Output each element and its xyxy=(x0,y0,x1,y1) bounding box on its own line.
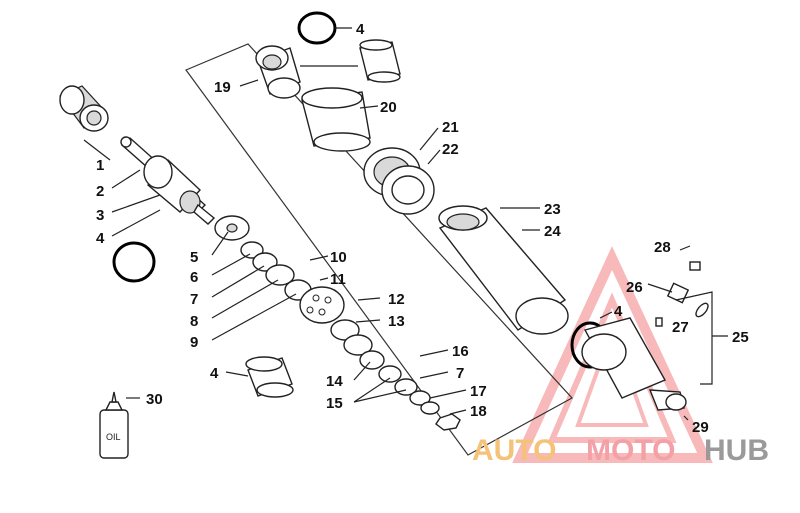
callout-25: 25 xyxy=(732,329,749,346)
reservoir-body xyxy=(438,205,569,335)
callout-4-top: 4 xyxy=(356,21,365,38)
callout-30: 30 xyxy=(146,391,163,408)
callout-18: 18 xyxy=(470,403,487,420)
callout-23: 23 xyxy=(544,201,561,218)
callout-27: 27 xyxy=(672,319,689,336)
callout-8: 8 xyxy=(190,313,198,330)
callout-28: 28 xyxy=(654,239,671,256)
callout-14: 14 xyxy=(326,373,343,390)
sleeve-part xyxy=(301,87,371,152)
callout-29: 29 xyxy=(692,419,709,436)
callout-26: 26 xyxy=(626,279,643,296)
callout-15: 15 xyxy=(326,395,343,412)
callout-17: 17 xyxy=(470,383,487,400)
callout-9: 9 xyxy=(190,334,198,351)
watermark-part1: AUTO xyxy=(472,434,556,467)
callout-16: 16 xyxy=(452,343,469,360)
watermark-part2: MOTO xyxy=(586,434,675,467)
callout-5: 5 xyxy=(190,249,198,266)
callout-7-left: 7 xyxy=(190,291,198,308)
lower-eye-part xyxy=(581,317,687,411)
callout-1: 1 xyxy=(96,157,104,174)
callout-6: 6 xyxy=(190,269,198,286)
oil-bottle-label: OIL xyxy=(106,432,121,442)
nut-parts xyxy=(363,147,435,215)
callout-7-right: 7 xyxy=(456,365,464,382)
callout-21: 21 xyxy=(442,119,459,136)
washer-stack xyxy=(214,215,461,431)
bushing-top xyxy=(359,39,401,83)
callout-4-left: 4 xyxy=(96,230,105,247)
shaft-part xyxy=(120,136,216,225)
callout-20: 20 xyxy=(380,99,397,116)
callout-12: 12 xyxy=(388,291,405,308)
callout-19: 19 xyxy=(214,79,231,96)
callout-13: 13 xyxy=(388,313,405,330)
oil-bottle: OIL xyxy=(99,391,129,459)
callout-2: 2 xyxy=(96,183,104,200)
leader-lines xyxy=(83,27,728,421)
callout-3: 3 xyxy=(96,207,104,224)
upper-eye-part xyxy=(59,85,109,132)
cap-part xyxy=(255,45,301,99)
o-ring-left xyxy=(112,241,156,283)
watermark-part3: HUB xyxy=(704,434,769,467)
bushing-lower xyxy=(245,356,294,398)
callout-22: 22 xyxy=(442,141,459,158)
callout-10: 10 xyxy=(330,249,347,266)
callout-24: 24 xyxy=(544,223,561,240)
o-ring-top xyxy=(297,11,337,45)
callout-4-right: 4 xyxy=(614,303,623,320)
assembly-boundary xyxy=(185,43,573,456)
callout-11: 11 xyxy=(330,271,346,288)
watermark-text: AUTO MOTO HUB xyxy=(472,434,769,467)
callout-4-lower: 4 xyxy=(210,365,219,382)
